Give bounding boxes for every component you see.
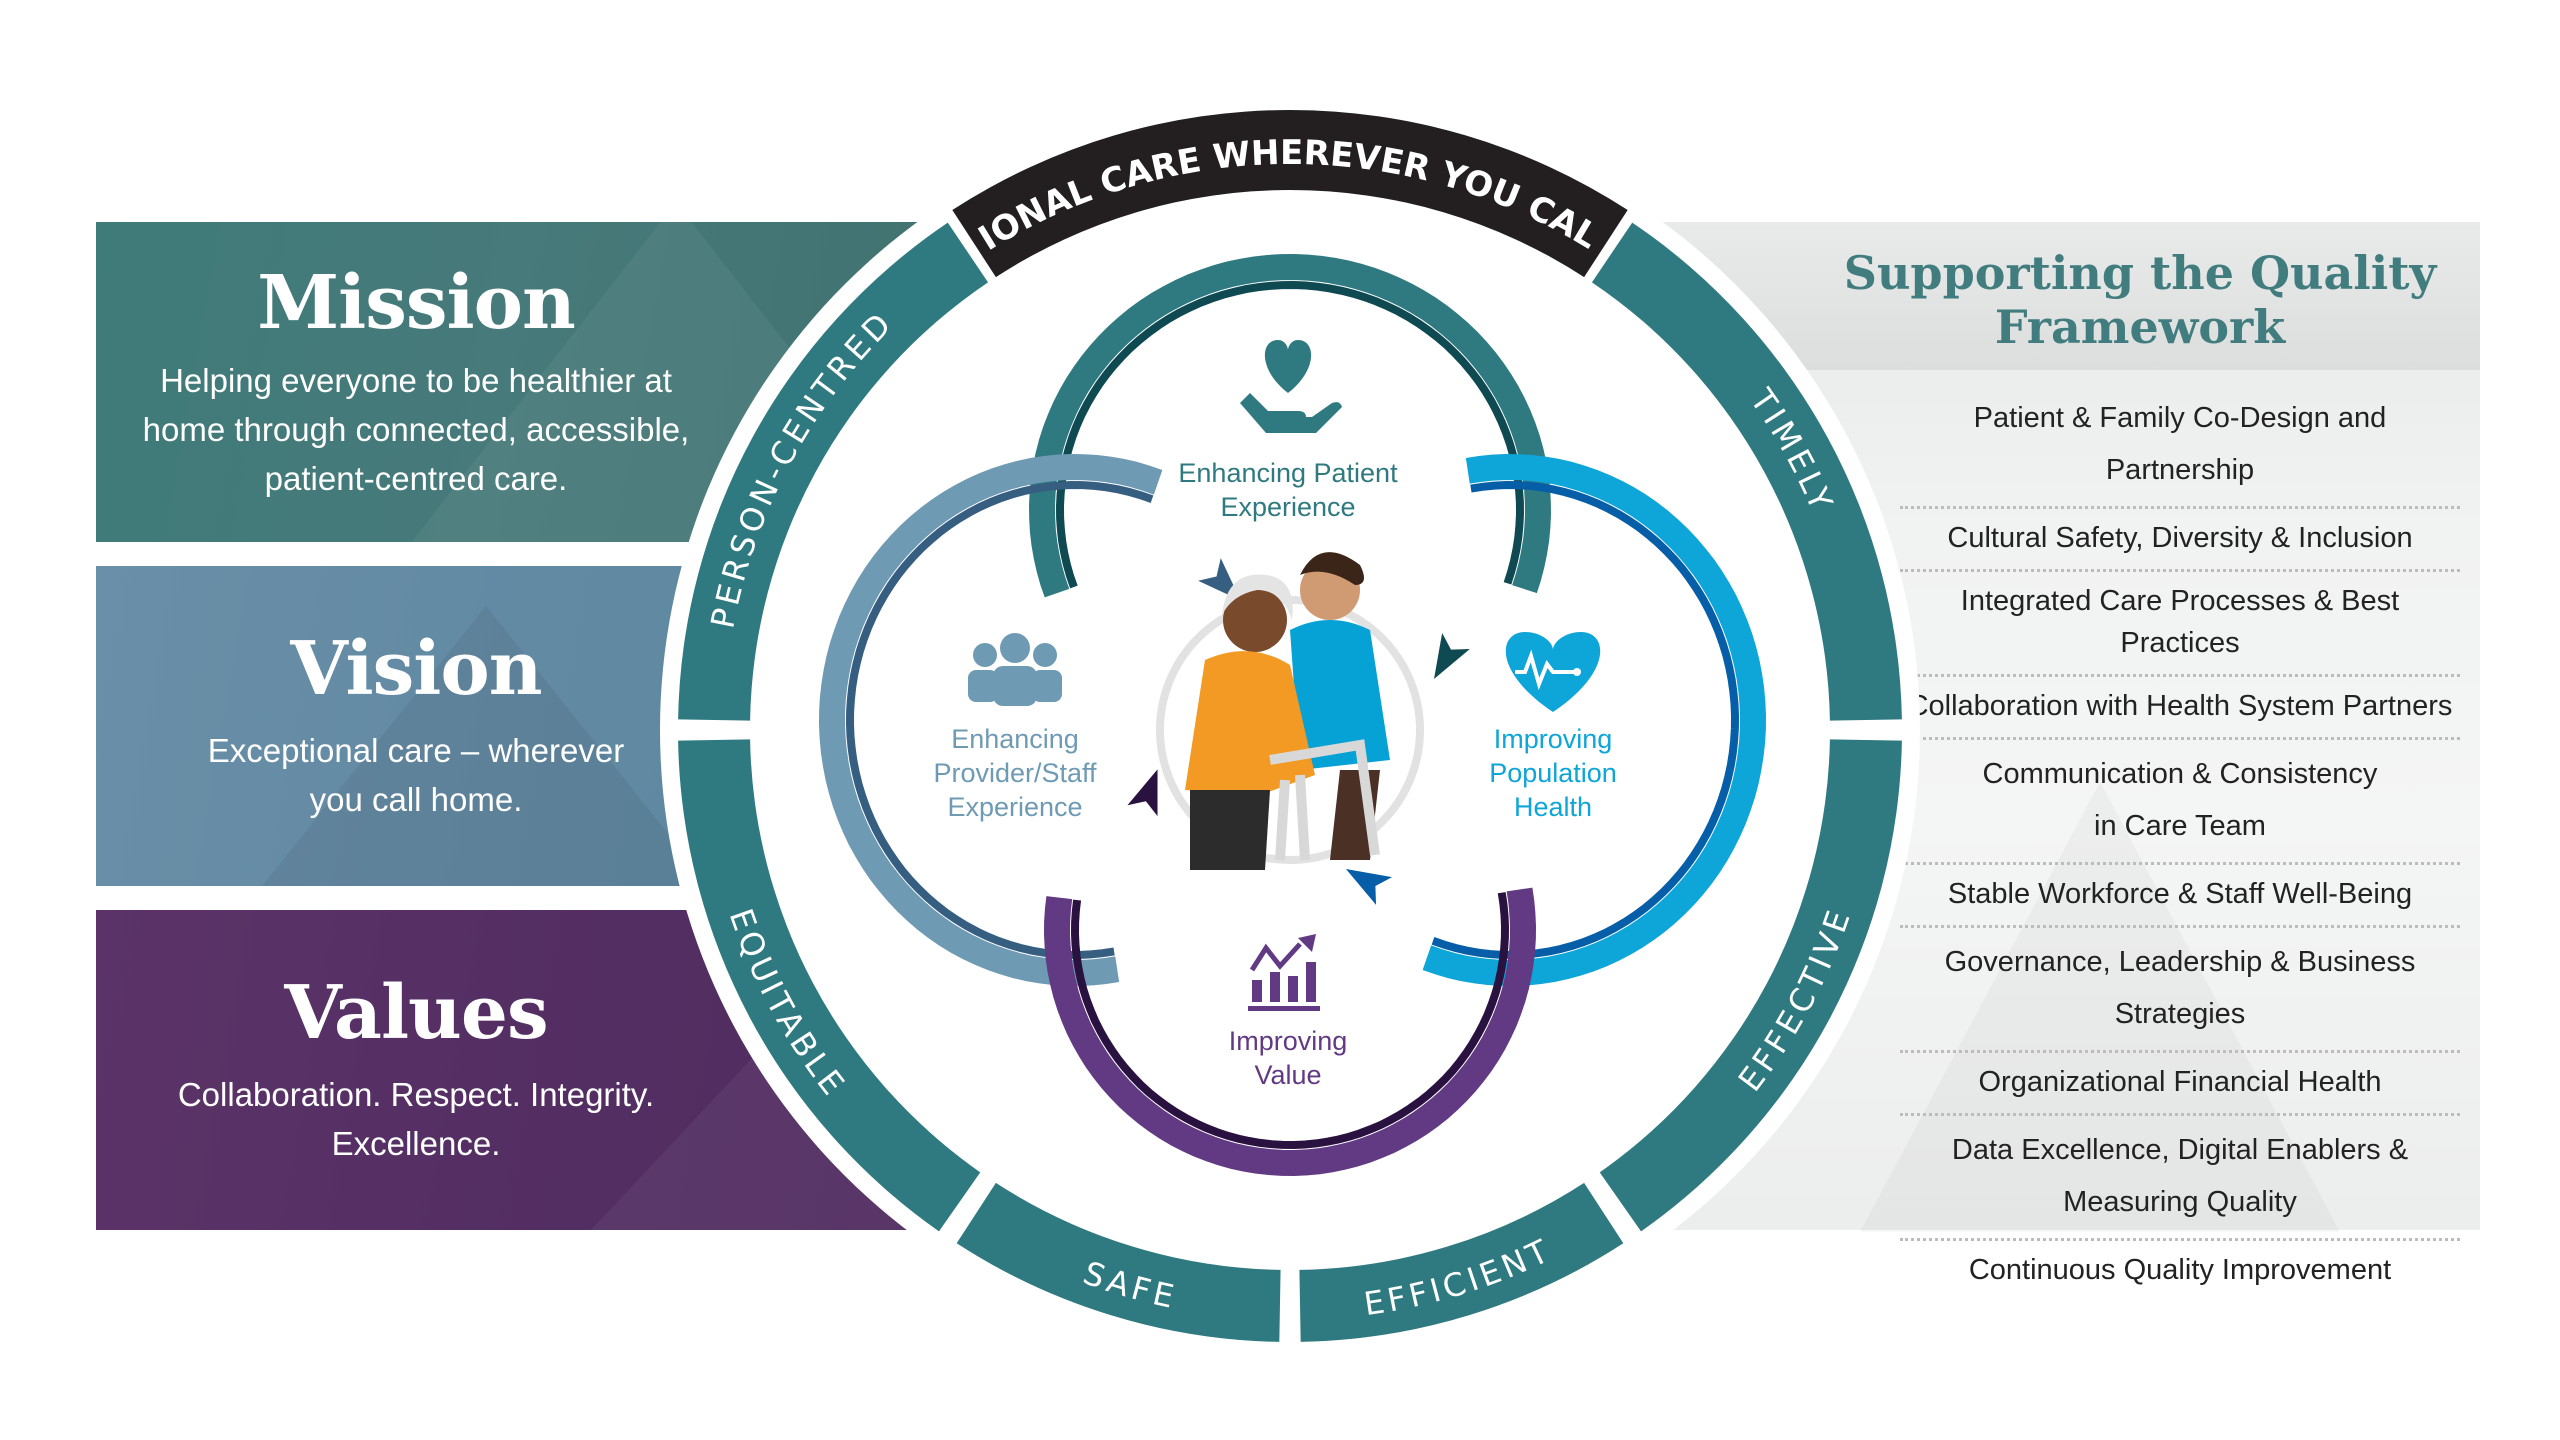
support-title: Supporting the Quality Framework: [1800, 246, 2480, 354]
support-item-line: Patient & Family Co-Design and: [1973, 402, 2387, 434]
aim-label-provider: Provider/Staff: [933, 758, 1097, 788]
vision-title: Vision: [290, 626, 542, 712]
lobe-population-outer: [1422, 453, 1767, 987]
support-item-line: Organizational Financial Health: [1978, 1066, 2382, 1098]
support-item-line: Cultural Safety, Diversity & Inclusion: [1947, 522, 2413, 554]
support-item: Communication & Consistency in Care Team: [1900, 740, 2460, 865]
mission-line: Helping everyone to be healthier at: [160, 362, 672, 399]
support-item: Cultural Safety, Diversity & Inclusion: [1900, 509, 2460, 572]
values-title: Values: [284, 970, 548, 1056]
arrowhead-patient-to-center: [1434, 632, 1470, 680]
support-item-line: Continuous Quality Improvement: [1968, 1254, 2392, 1286]
banner-segment: [952, 110, 1628, 278]
support-title-line: Supporting the Quality: [1843, 246, 2437, 300]
segment-safe: [956, 1182, 1281, 1342]
vision-line: Exceptional care – wherever: [207, 732, 625, 769]
segment-timely: [1591, 222, 1902, 721]
lobe-provider-outer: [818, 453, 1163, 987]
support-item-line: Integrated Care Processes & Best Practic…: [1960, 585, 2400, 659]
vision-line: you call home.: [309, 781, 523, 818]
aim-label-population: Improving: [1494, 724, 1613, 754]
caregiver-shirt: [1290, 620, 1390, 770]
aim-label-value: Improving: [1229, 1026, 1348, 1056]
decorative-triangle: [246, 606, 726, 886]
mission-line: patient-centred care.: [264, 460, 568, 497]
support-item: Integrated Care Processes & Best Practic…: [1900, 572, 2460, 677]
support-item-line: Data Excellence, Digital Enablers &: [1951, 1134, 2409, 1166]
support-item: Continuous Quality Improvement: [1900, 1241, 2460, 1301]
patient-pants: [1190, 790, 1270, 870]
outer-ring: [678, 110, 1902, 1342]
heartbeat-icon: [1505, 632, 1601, 712]
patient-head: [1223, 588, 1287, 652]
lobe-provider-arrow: [845, 480, 1154, 960]
support-item-line: Partnership: [2105, 454, 2255, 486]
segment-effective: [1599, 739, 1902, 1232]
patient-hair: [1222, 574, 1293, 620]
aim-labels: Enhancing PatientExperienceEnhancingProv…: [933, 458, 1616, 1090]
mission-title: Mission: [257, 260, 576, 346]
values-line: Excellence.: [331, 1125, 501, 1162]
support-item-line: Collaboration with Health System Partner…: [1907, 690, 2453, 722]
support-item: Stable Workforce & Staff Well-Being: [1900, 865, 2460, 928]
aim-label-patient: Experience: [1220, 492, 1355, 522]
support-title-line: Framework: [1994, 300, 2286, 354]
lobe-value-arrow: [1070, 892, 1510, 1150]
arrowhead-value-to-center: [1127, 769, 1158, 817]
support-item-line: in Care Team: [2094, 810, 2266, 842]
support-item-line: Strategies: [2114, 998, 2246, 1030]
aim-lobes: [818, 253, 1767, 1177]
lobe-population-arrow: [1431, 480, 1740, 960]
support-item-line: Measuring Quality: [2063, 1186, 2297, 1218]
arrowhead-population-to-center: [1345, 869, 1393, 905]
aim-label-population: Health: [1514, 792, 1592, 822]
bar-chart-trend-icon: [1248, 934, 1320, 1011]
aim-label-population: Population: [1489, 758, 1617, 788]
mission-line: home through connected, accessible,: [142, 411, 690, 448]
aim-label-value: Value: [1254, 1060, 1321, 1090]
lobe-patient-arrow: [1055, 280, 1525, 589]
aim-label-provider: Enhancing: [951, 724, 1079, 754]
support-item: Data Excellence, Digital Enablers & Measu…: [1900, 1116, 2460, 1241]
heart-in-hand-icon: [1240, 340, 1342, 433]
support-item-line: Communication & Consistency: [1982, 758, 2378, 790]
lobe-value-outer: [1043, 887, 1537, 1177]
people-group-icon: [968, 633, 1062, 706]
walker: [1269, 739, 1380, 861]
support-item: Collaboration with Health System Partner…: [1900, 677, 2460, 740]
segment-equitable: [678, 739, 981, 1232]
segment-efficient: [1299, 1182, 1624, 1342]
caregiver-hair: [1300, 552, 1364, 585]
aim-label-provider: Experience: [947, 792, 1082, 822]
center-illustration: [1156, 552, 1424, 870]
support-item-line: Stable Workforce & Staff Well-Being: [1947, 878, 2413, 910]
values-line: Collaboration. Respect. Integrity.: [177, 1076, 655, 1113]
segment-person-centred: [678, 222, 989, 721]
aim-label-patient: Enhancing Patient: [1178, 458, 1398, 488]
support-item-line: Governance, Leadership & Business: [1944, 946, 2416, 978]
support-item: Organizational Financial Health: [1900, 1053, 2460, 1116]
lobe-patient-outer: [1028, 253, 1552, 598]
